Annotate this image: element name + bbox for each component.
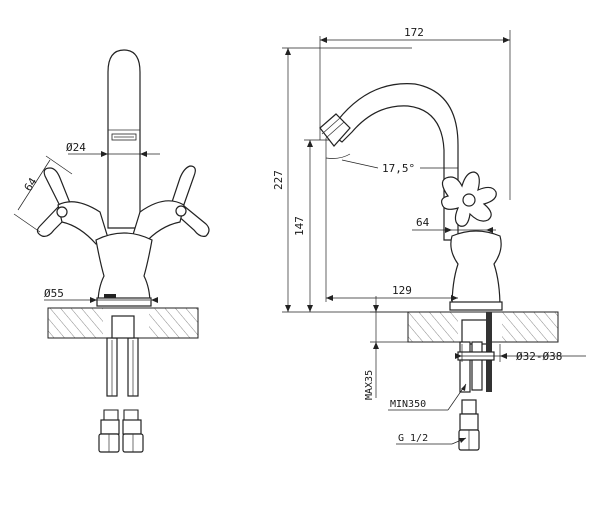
label-spout-diameter: Ø24 — [66, 141, 86, 154]
dimension-spout-angle: 17,5° — [325, 138, 458, 302]
side-view: 172 227 147 17,5° — [272, 26, 586, 451]
label-overall-height: 227 — [272, 170, 285, 190]
dimension-base-diameter: Ø55 — [44, 287, 158, 303]
supply-hoses-front — [98, 315, 144, 453]
dimension-overall-width: 172 — [319, 26, 511, 200]
dimension-spout-diameter: Ø24 — [66, 141, 160, 157]
faucet-body-front — [95, 232, 153, 305]
dimension-overall-height: 227 — [272, 47, 412, 313]
label-hole-diameter: Ø32-Ø38 — [516, 350, 562, 363]
dimension-thread: G 1/2 — [396, 433, 467, 445]
label-spout-angle: 17,5° — [382, 162, 415, 175]
cross-handle-side — [441, 171, 497, 227]
dimension-max-thickness: MAX35 — [364, 296, 410, 400]
dimension-hose-length: MIN350 — [388, 383, 467, 411]
label-max-thickness: MAX35 — [364, 370, 375, 400]
label-handle-height: 147 — [293, 216, 306, 236]
dimension-spout-reach: 129 — [326, 284, 458, 301]
left-handle-front — [36, 167, 109, 245]
label-base-diameter: Ø55 — [44, 287, 64, 300]
right-handle-front — [131, 165, 210, 245]
dimension-handle-length-front: 64 — [13, 155, 73, 233]
label-handle-length-front: 64 — [22, 175, 40, 194]
dimension-handle-width-side: 64 — [412, 216, 496, 233]
label-hose-length: MIN350 — [390, 399, 426, 410]
label-handle-width-side: 64 — [416, 216, 430, 229]
dimension-hole-diameter: Ø32-Ø38 — [455, 344, 586, 363]
faucet-body-side — [450, 230, 502, 309]
dimension-handle-height: 147 — [293, 139, 330, 312]
label-overall-width: 172 — [404, 26, 424, 39]
label-spout-reach: 129 — [392, 284, 412, 297]
supply-hoses-side — [457, 312, 495, 451]
front-view: Ø24 64 Ø55 — [13, 49, 210, 453]
label-thread: G 1/2 — [398, 433, 428, 444]
